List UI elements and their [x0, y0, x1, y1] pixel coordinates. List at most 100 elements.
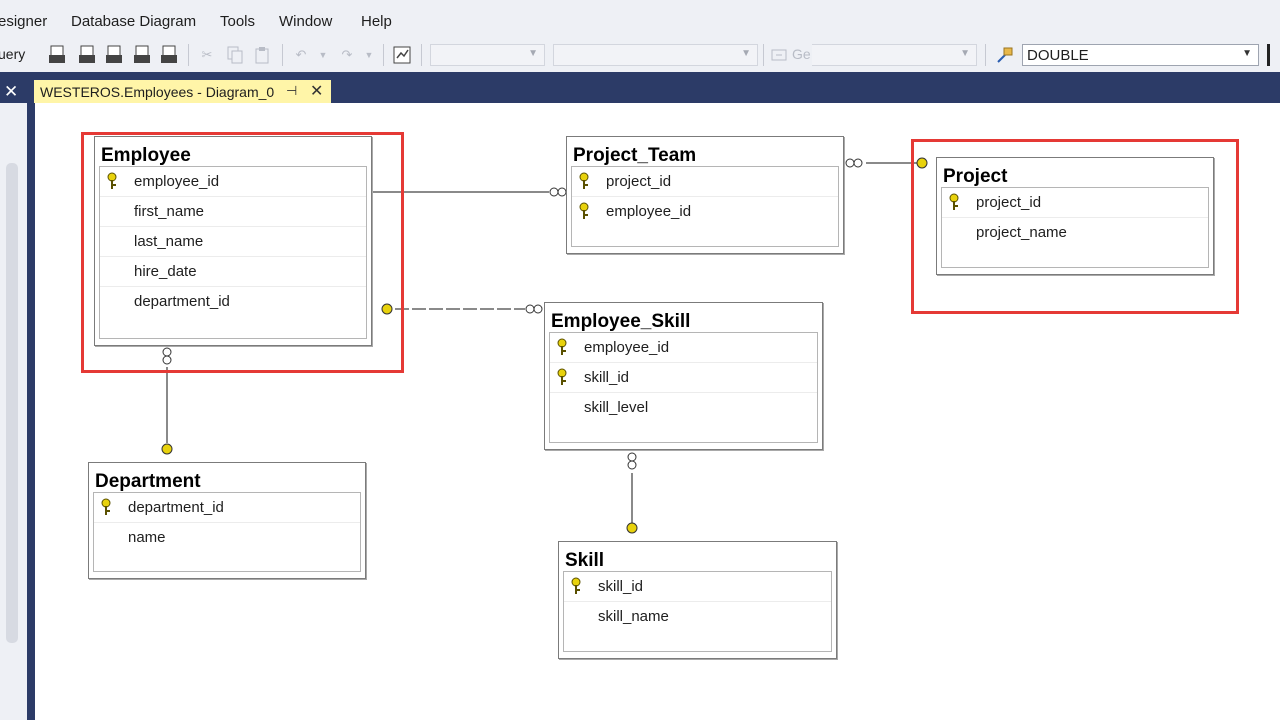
table-project-team[interactable]: Project_Team project_id employee_id — [566, 136, 844, 254]
column-name: skill_name — [598, 608, 669, 625]
column-row[interactable]: hire_date — [100, 257, 366, 287]
mdx-query-icon[interactable] — [46, 44, 68, 66]
column-name: skill_id — [584, 369, 630, 386]
column-row[interactable]: project_id — [942, 188, 1208, 218]
solution-config-combo[interactable]: ▼ — [430, 44, 545, 66]
column-row[interactable]: department_id — [94, 493, 360, 523]
left-scrollbar[interactable] — [6, 163, 18, 643]
go-combo[interactable]: ▼ — [812, 44, 977, 66]
relationship-lines — [161, 157, 928, 534]
column-row[interactable]: skill_id — [550, 363, 817, 393]
table-department[interactable]: Department department_id name — [88, 462, 366, 579]
relationship-infinity-icon — [627, 460, 637, 470]
platform-combo[interactable]: ▼ — [553, 44, 758, 66]
key-icon — [579, 172, 589, 189]
tab-employees-diagram[interactable]: WESTEROS.Employees - Diagram_0 ⊣ ✕ — [34, 80, 331, 104]
dmx-icon[interactable] — [103, 44, 125, 66]
menu-window[interactable]: Window — [279, 13, 333, 30]
diagram-properties-icon[interactable] — [391, 44, 413, 66]
key-icon — [557, 338, 567, 355]
column-name: project_id — [976, 194, 1042, 211]
mdx-icon[interactable] — [76, 44, 98, 66]
relationship-infinity-icon — [557, 187, 567, 197]
column-row[interactable]: name — [94, 523, 360, 552]
table-project[interactable]: Project project_id project_name — [936, 157, 1214, 275]
column-row[interactable]: department_id — [100, 287, 366, 316]
highlight-project — [911, 139, 1239, 314]
key-icon — [579, 202, 589, 219]
column-name: skill_id — [598, 578, 644, 595]
relationship-infinity-icon — [627, 452, 637, 462]
table-skill[interactable]: Skill skill_id skill_name — [558, 541, 837, 659]
toolbar-separator — [985, 44, 986, 66]
column-row[interactable]: employee_id — [100, 167, 366, 197]
relationship-key-icon — [161, 443, 173, 455]
column-row[interactable]: last_name — [100, 227, 366, 257]
relationship-key-icon — [916, 157, 928, 169]
column-list: project_id project_name — [941, 187, 1209, 268]
panel-border — [27, 103, 35, 720]
column-name: first_name — [134, 203, 205, 220]
column-row[interactable]: project_id — [572, 167, 838, 197]
close-icon[interactable]: ✕ — [4, 82, 19, 101]
key-icon — [107, 172, 117, 189]
column-name: department_id — [134, 293, 230, 310]
xmla-icon[interactable] — [131, 44, 153, 66]
toolbar-separator — [763, 44, 764, 66]
relationship-infinity-icon — [549, 187, 559, 197]
table-employee[interactable]: Employee employee_id first_name last_nam… — [94, 136, 372, 346]
redo-icon[interactable]: ↷ — [341, 47, 353, 62]
diagram-canvas[interactable]: Employee employee_id first_name last_nam… — [35, 103, 1280, 720]
relationship-infinity-icon — [162, 355, 172, 365]
menu-database-diagram[interactable]: Database Diagram — [71, 13, 197, 30]
table-title: Skill — [565, 550, 605, 571]
cut-icon[interactable]: ✂ — [201, 47, 213, 62]
undo-icon[interactable]: ↶ — [295, 47, 307, 62]
copy-icon[interactable] — [224, 44, 246, 66]
undo-dropdown-icon[interactable]: ▼ — [318, 50, 328, 60]
left-tool-panel — [0, 103, 27, 720]
database-value: DOUBLE — [1027, 47, 1089, 64]
relationship-key-icon — [381, 303, 393, 315]
menu-bar: esigner Database Diagram Tools Window He… — [0, 0, 1280, 40]
column-name: employee_id — [606, 203, 692, 220]
available-databases-combo[interactable]: DOUBLE ▼ — [1022, 44, 1259, 66]
column-row[interactable]: skill_name — [564, 602, 831, 631]
go-label[interactable]: Ge — [792, 46, 811, 62]
key-icon — [571, 577, 581, 594]
dax-icon[interactable] — [158, 44, 180, 66]
table-employee-skill[interactable]: Employee_Skill employee_id skill_id skil… — [544, 302, 823, 450]
key-icon — [557, 368, 567, 385]
table-title: Department — [95, 471, 201, 492]
column-row[interactable]: first_name — [100, 197, 366, 227]
toolbar-separator — [421, 44, 422, 66]
tab-close-icon[interactable]: ✕ — [310, 83, 324, 100]
column-row[interactable]: employee_id — [550, 333, 817, 363]
column-row[interactable]: skill_id — [564, 572, 831, 602]
pin-icon[interactable]: ⊣ — [286, 83, 298, 98]
toolbar-separator — [282, 44, 283, 66]
redo-dropdown-icon[interactable]: ▼ — [364, 50, 374, 60]
key-icon — [949, 193, 959, 210]
menu-tools[interactable]: Tools — [220, 13, 256, 30]
column-row[interactable]: skill_level — [550, 393, 817, 422]
column-row[interactable]: project_name — [942, 218, 1208, 247]
chevron-down-icon: ▼ — [1242, 48, 1252, 59]
go-icon[interactable] — [768, 44, 790, 66]
change-connection-icon[interactable] — [994, 44, 1016, 66]
menu-help[interactable]: Help — [361, 13, 392, 30]
column-name: last_name — [134, 233, 204, 250]
toolbar-gripper — [1267, 44, 1270, 66]
column-name: project_name — [976, 224, 1067, 241]
relationship-key-icon — [626, 522, 638, 534]
new-query-button[interactable]: uery — [0, 46, 26, 62]
column-row[interactable]: employee_id — [572, 197, 838, 226]
column-list: department_id name — [93, 492, 361, 572]
column-name: hire_date — [134, 263, 197, 280]
paste-icon[interactable] — [251, 44, 273, 66]
column-list: skill_id skill_name — [563, 571, 832, 652]
menu-designer[interactable]: esigner — [0, 13, 48, 30]
table-title: Project_Team — [573, 145, 697, 166]
column-name: name — [128, 529, 166, 546]
column-name: project_id — [606, 173, 672, 190]
